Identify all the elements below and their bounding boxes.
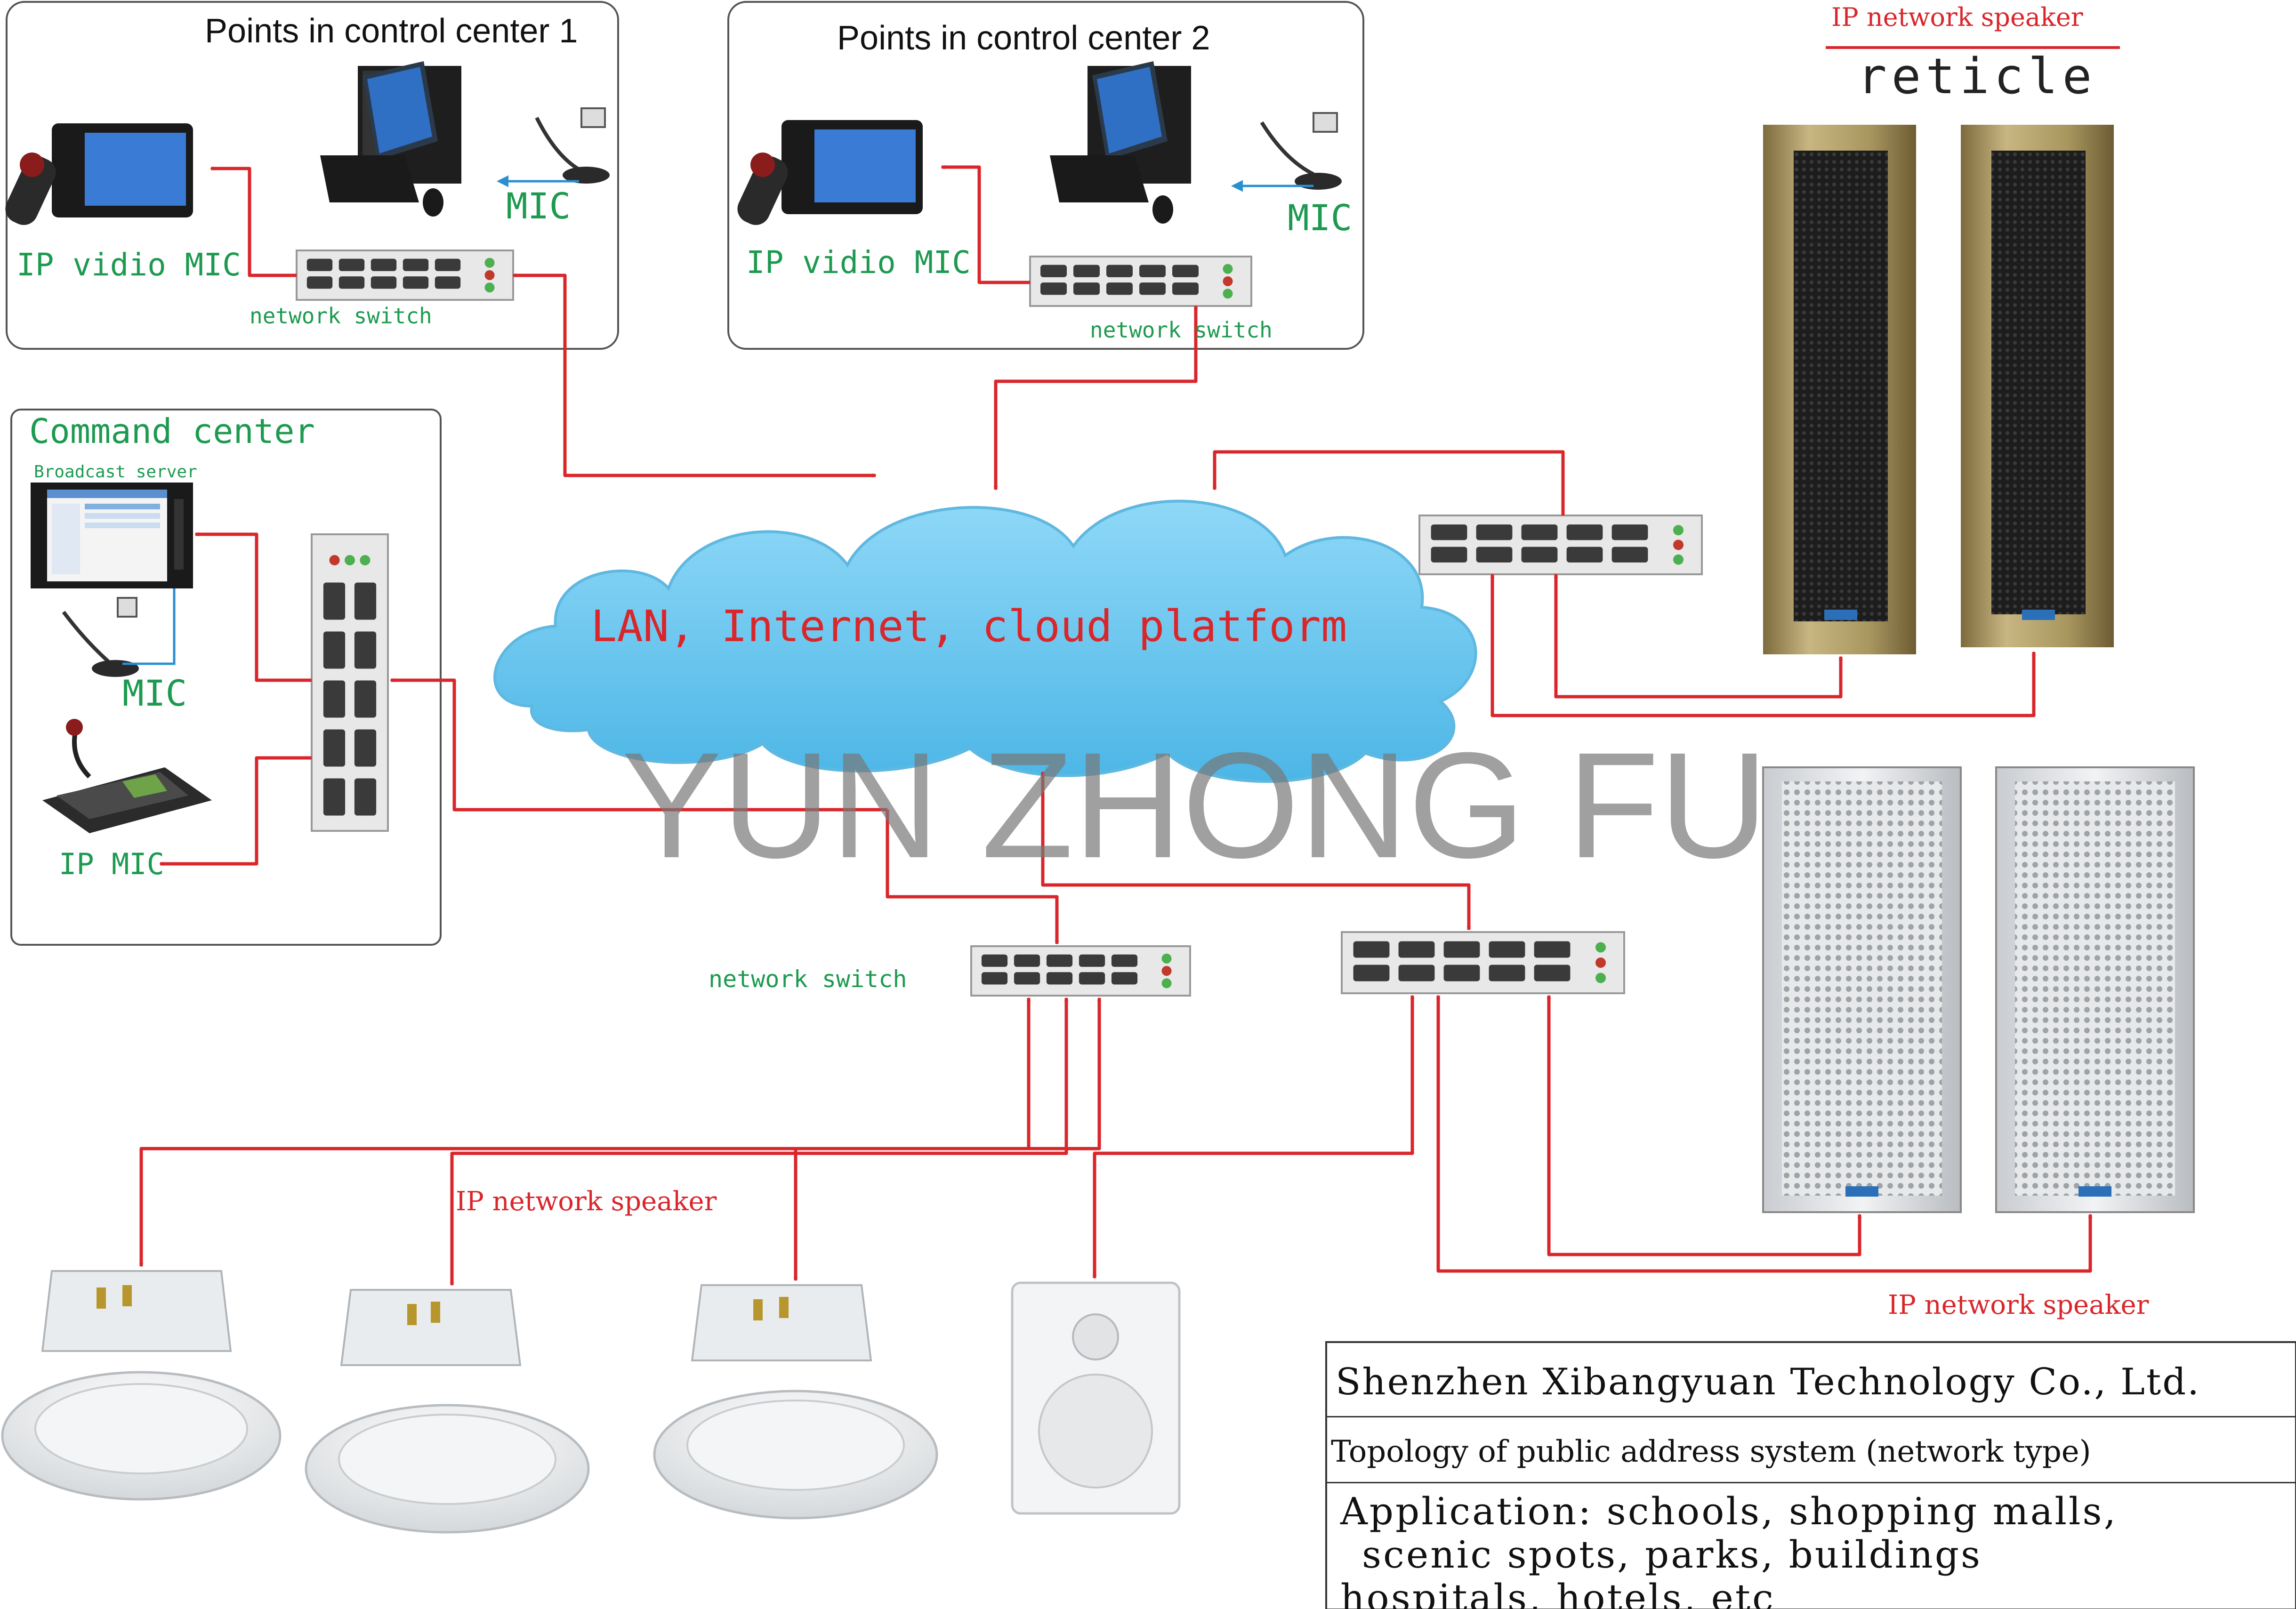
command-network-switch (311, 533, 389, 832)
video-mic-1-device (5, 123, 193, 225)
lower-switch-1-ports (981, 953, 1172, 989)
video-mic-2-device (737, 120, 923, 225)
column-speaker-2 (1995, 766, 2195, 1213)
control-center-2-title: Points in control center 2 (837, 19, 1210, 57)
ceiling-speaker-1 (1, 1270, 282, 1501)
ceiling-speaker-2 (305, 1289, 590, 1534)
application-line-3: hospitals, hotels, etc (1340, 1576, 1775, 1609)
computer-1-device (320, 61, 461, 217)
broadcast-server-device (31, 483, 193, 588)
watermark-text: YUN ZHONG FU (621, 721, 1768, 889)
cloud-label: LAN, Internet, cloud platform (591, 601, 1347, 652)
reticle-underline (1826, 46, 2120, 49)
company-info-box: Shenzhen Xibangyuan Technology Co., Ltd.… (1325, 1341, 2296, 1609)
cc2-switch-label: network switch (1090, 317, 1273, 343)
command-desk-mic (62, 597, 139, 677)
desk-mic-1 (535, 107, 610, 184)
computer-2-device (1050, 61, 1191, 224)
cc2-video-mic-label: IP vidio MIC (746, 244, 971, 281)
wall-speaker (1011, 1281, 1181, 1515)
topology-title: Topology of public address system (netwo… (1331, 1434, 2091, 1469)
reticle-speaker-1 (1763, 125, 1916, 654)
lower-switch-2-ports (1353, 941, 1606, 983)
cc1-switch-label: network switch (250, 303, 432, 329)
ceiling-speaker-3 (653, 1284, 938, 1520)
network-switch-2 (1029, 256, 1252, 307)
cc1-mic-label: MIC (506, 185, 571, 227)
column-speaker-1 (1762, 766, 1962, 1213)
command-switch-ports (323, 555, 377, 816)
control-center-1-title: Points in control center 1 (205, 12, 578, 50)
desk-mic-2 (1260, 112, 1342, 190)
reticle-caption: IP network speaker (1831, 2, 2083, 32)
application-line-2: scenic spots, parks, buildings (1362, 1533, 1982, 1577)
cc1-video-mic-label: IP vidio MIC (16, 247, 241, 283)
company-name: Shenzhen Xibangyuan Technology Co., Ltd. (1336, 1361, 2200, 1403)
lower-network-switch-1 (970, 945, 1191, 997)
company-name-row: Shenzhen Xibangyuan Technology Co., Ltd. (1327, 1343, 2295, 1417)
lower-switch-label: network switch (709, 965, 907, 993)
network-switch-1 (296, 249, 514, 301)
reticle-network-switch (1418, 515, 1703, 575)
reticle-title: reticle (1857, 48, 2097, 105)
topology-row: Topology of public address system (netwo… (1327, 1417, 2295, 1483)
mic-lines (122, 175, 1313, 665)
application-row: Application: schools, shopping malls, sc… (1327, 1483, 2295, 1609)
command-center-title: Command center (29, 411, 315, 451)
ip-mic-console-device (42, 719, 212, 833)
column-speaker-caption: IP network speaker (1888, 1290, 2149, 1320)
cc2-mic-label: MIC (1288, 197, 1353, 239)
ip-mic-label: IP MIC (59, 847, 164, 881)
connection-lines (139, 165, 2093, 1286)
switch-1-ports (306, 257, 495, 293)
reticle-switch-ports (1431, 524, 1684, 565)
command-mic-label: MIC (122, 672, 187, 714)
ceiling-speaker-caption: IP network speaker (456, 1186, 717, 1217)
broadcast-server-label: Broadcast server (34, 462, 197, 482)
application-line-1: Application: schools, shopping malls, (1340, 1489, 2118, 1533)
reticle-speaker-2 (1961, 125, 2114, 647)
switch-2-ports (1040, 264, 1233, 299)
cloud-shape (493, 499, 1477, 783)
